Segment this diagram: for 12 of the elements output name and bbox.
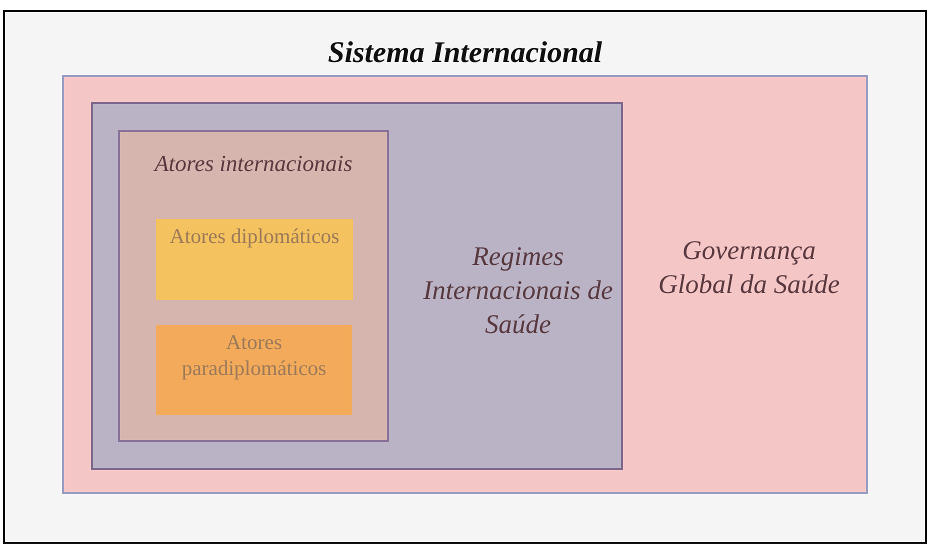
middle-box [91, 102, 623, 470]
title: Sistema Internacional [326, 35, 604, 71]
outer-box [62, 75, 868, 494]
box-label: Atores diplomáticos [168, 223, 340, 250]
frame-box [3, 10, 927, 544]
item-box [156, 325, 352, 415]
box-label: Governança Global da Saúde [657, 234, 841, 301]
item-box [156, 219, 353, 300]
box-label: Atores internacionais [152, 150, 354, 178]
box-label: Regimes Internacionais de Saúde [423, 240, 613, 340]
box-label: Atores paradiplomáticos [180, 329, 328, 382]
inner-box [118, 130, 389, 442]
